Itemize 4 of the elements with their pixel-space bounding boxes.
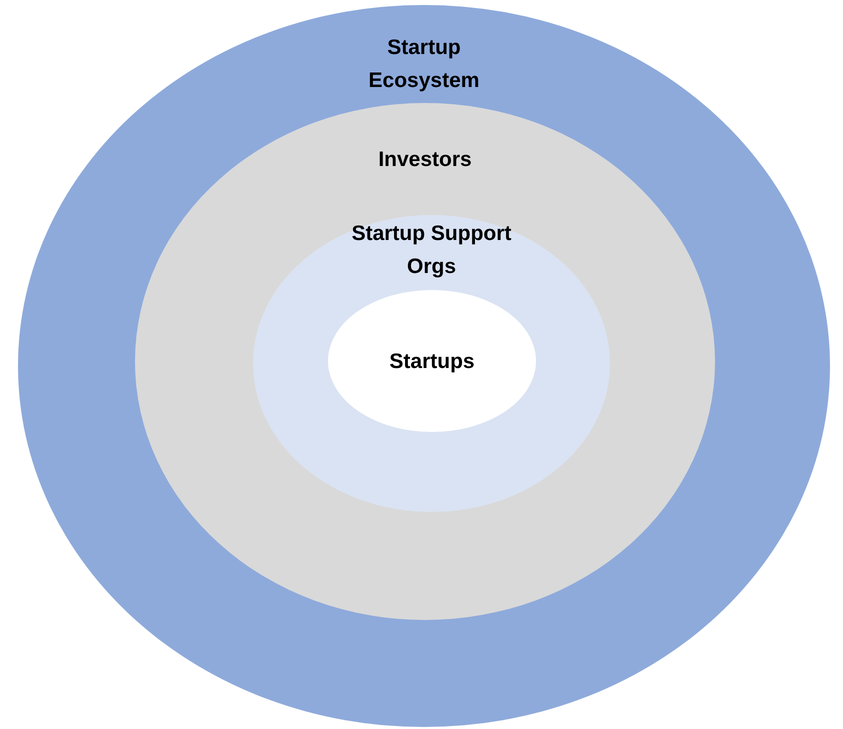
region-title: Startups — [389, 348, 475, 374]
region-title: Startup Support Orgs — [350, 221, 512, 280]
region-title: Startup Ecosystem — [368, 35, 480, 94]
region-title: Investors — [378, 147, 472, 173]
